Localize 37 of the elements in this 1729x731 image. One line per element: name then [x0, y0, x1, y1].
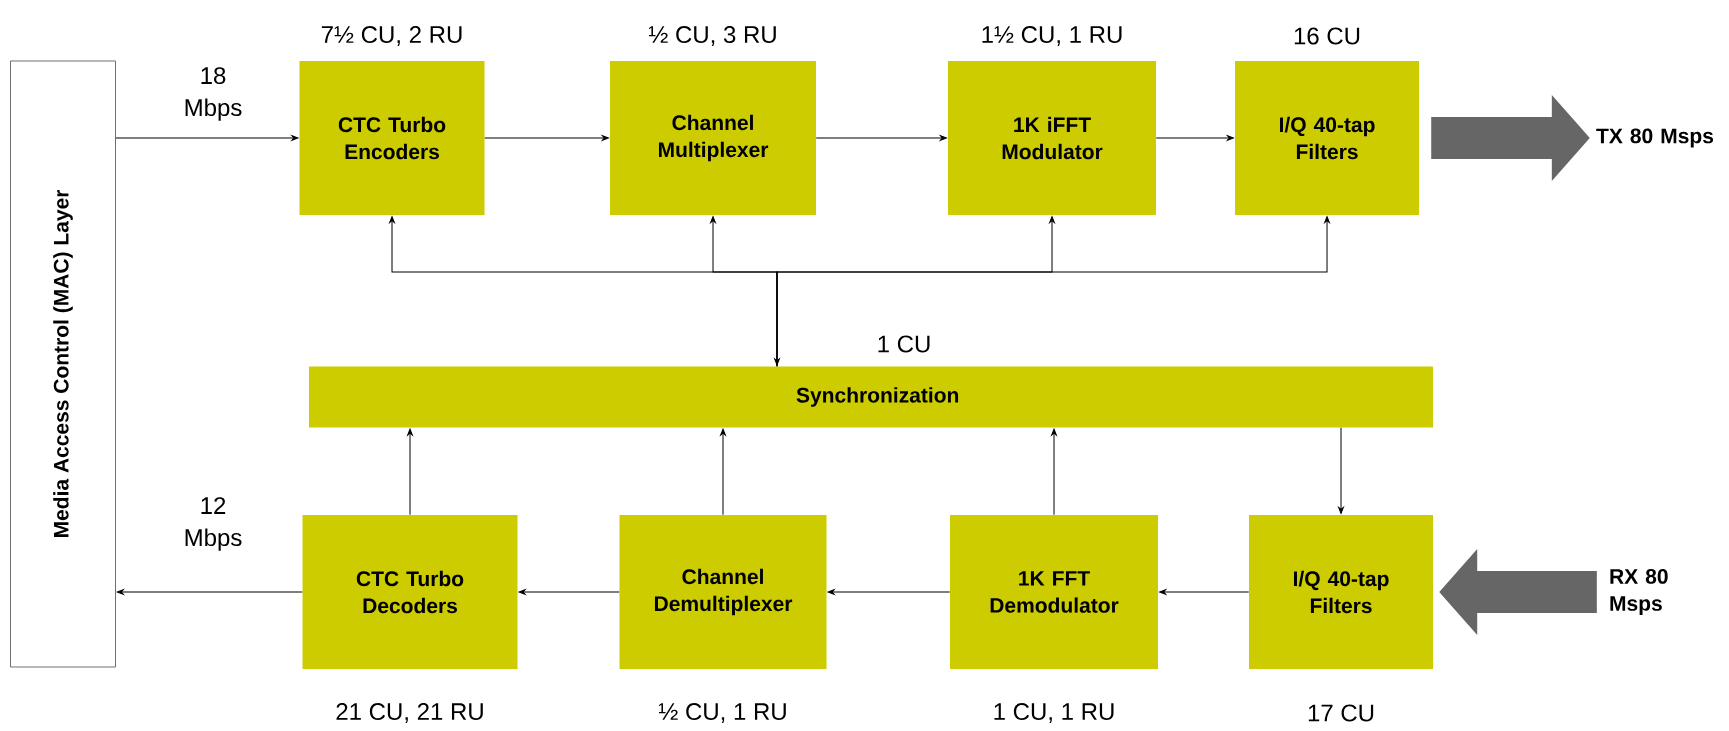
cost-label: 21 CU, 21 RU	[336, 703, 483, 723]
cost-label: 16 CU	[1294, 27, 1360, 45]
process-box: I/Q 40-tap Filters	[1235, 61, 1419, 215]
arrow	[116, 589, 303, 595]
arrow	[407, 428, 413, 516]
layer-box: Media Access Control (MAC) Layer	[10, 60, 116, 668]
process-box: Channel Demultiplexer	[619, 515, 827, 669]
arrow	[776, 216, 1330, 367]
cost-label: ½ CU, 3 RU	[649, 26, 776, 46]
cost-label: 17 CU	[1308, 704, 1374, 722]
edge-label: 12 Mbps	[185, 497, 242, 551]
edge-label: 18 Mbps	[185, 67, 242, 121]
cost-label: 1 CU	[878, 335, 930, 353]
process-box: CTC Turbo Decoders	[302, 515, 518, 669]
cost-label: 1 CU, 1 RU	[994, 703, 1114, 723]
arrow	[1159, 589, 1250, 595]
arrow	[389, 216, 780, 366]
process-box: 1K iFFT Modulator	[948, 61, 1156, 215]
arrow	[1051, 428, 1057, 516]
process-box: Channel Multiplexer	[610, 61, 816, 215]
cost-label: ½ CU, 1 RU	[659, 703, 786, 723]
arrow	[1155, 135, 1234, 141]
arrow	[815, 135, 947, 141]
signal-label: RX 80 Msps	[1610, 569, 1668, 615]
process-box: Synchronization	[309, 366, 1433, 428]
process-box: I/Q 40-tap Filters	[1249, 515, 1433, 669]
cost-label: 7½ CU, 2 RU	[321, 26, 462, 46]
signal-label: TX 80 Msps	[1596, 128, 1713, 148]
arrow	[115, 135, 299, 141]
arrow	[518, 589, 620, 595]
arrow	[1338, 427, 1344, 514]
arrow	[827, 589, 951, 595]
arrow	[720, 428, 726, 516]
cost-label: 1½ CU, 1 RU	[982, 26, 1122, 46]
process-box: 1K FFT Demodulator	[950, 515, 1158, 669]
process-box: CTC Turbo Encoders	[299, 61, 485, 215]
arrow	[484, 135, 609, 141]
